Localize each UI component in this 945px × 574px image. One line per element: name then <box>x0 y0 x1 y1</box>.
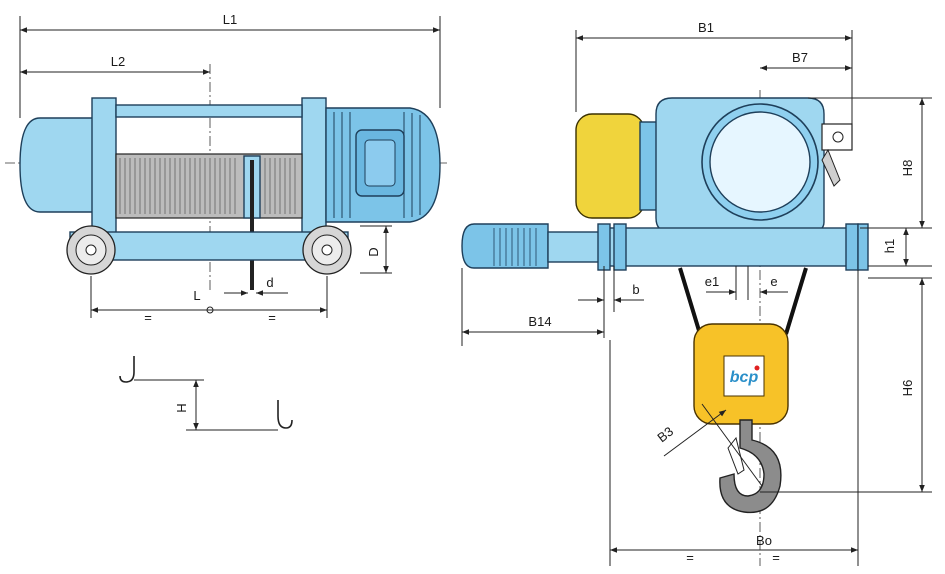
limit-switch-arm <box>821 148 841 187</box>
wire-rope <box>250 160 254 290</box>
dim-d-label: D <box>366 247 381 256</box>
bcp-logo: bcp <box>730 369 759 386</box>
dim-l-label: L <box>193 288 200 303</box>
dim-bo-label: Bo <box>756 533 772 548</box>
hook-safety-latch <box>727 436 745 475</box>
frame-plate-left <box>91 97 117 234</box>
trolley-beam-front <box>599 227 861 267</box>
dim-h1-label: h1 <box>882 239 897 253</box>
dim-l1-label: L1 <box>223 12 237 27</box>
dim-b-label: b <box>632 282 639 297</box>
rope-drum-grooves <box>119 158 296 214</box>
dim-h6-label: H6 <box>900 380 915 397</box>
rope-right <box>784 267 808 335</box>
hoist-motor-yellow <box>575 113 645 219</box>
trolley-beam <box>69 231 349 261</box>
dim-b14-label: B14 <box>528 314 551 329</box>
dim-b3-label: B3 <box>654 424 676 446</box>
side-view: L1 L2 D d L = = H <box>5 12 448 431</box>
dim-l-eq-left: = <box>144 310 152 325</box>
hoist-motor-fins <box>333 112 421 218</box>
dim-b3-ext <box>701 403 763 487</box>
hook-symbol-bottom <box>277 400 293 429</box>
wheel-flange-left-a <box>597 223 611 271</box>
limit-switch-pin <box>832 131 844 143</box>
travel-motor <box>461 223 549 269</box>
dim-b3-line <box>663 409 727 457</box>
dim-bo-eq-right: = <box>772 550 780 565</box>
terminal-box-lid <box>364 139 396 187</box>
dim-h-label: H <box>174 403 189 412</box>
wheel-flange-right-a <box>845 223 859 271</box>
dim-e-label: e <box>770 274 777 289</box>
limit-switch-bracket <box>821 123 853 151</box>
front-view: bcp B1 B7 H8 h1 H6 e1 e <box>461 20 932 566</box>
drum-face <box>709 111 811 213</box>
drum-end-cover <box>19 117 96 213</box>
rope-left <box>678 267 702 335</box>
trolley-wheel-right <box>302 225 352 275</box>
dim-h8-label: H8 <box>900 160 915 177</box>
dim-bo-eq-left: = <box>686 550 694 565</box>
dim-l-eq-right: = <box>268 310 276 325</box>
dim-b1-label: B1 <box>698 20 714 35</box>
trolley-wheel-left <box>66 225 116 275</box>
dim-small-d-label: d <box>266 275 273 290</box>
dim-l2-label: L2 <box>111 54 125 69</box>
dim-e1-label: e1 <box>705 274 719 289</box>
load-hook <box>719 419 782 514</box>
travel-motor-fins <box>493 228 537 266</box>
hook-symbol-top <box>119 356 135 383</box>
dim-l-center-mark <box>206 306 214 314</box>
frame-tie-bar <box>115 104 303 118</box>
rope-drum <box>115 153 303 219</box>
wheel-flange-left-b <box>613 223 627 271</box>
bcp-logo-dot <box>754 365 760 371</box>
frame-plate-right <box>301 97 327 234</box>
travel-gearbox <box>547 231 601 263</box>
hook-block-plate <box>723 355 765 397</box>
wheel-flange-right-b <box>857 223 869 271</box>
dim-b7-label: B7 <box>792 50 808 65</box>
